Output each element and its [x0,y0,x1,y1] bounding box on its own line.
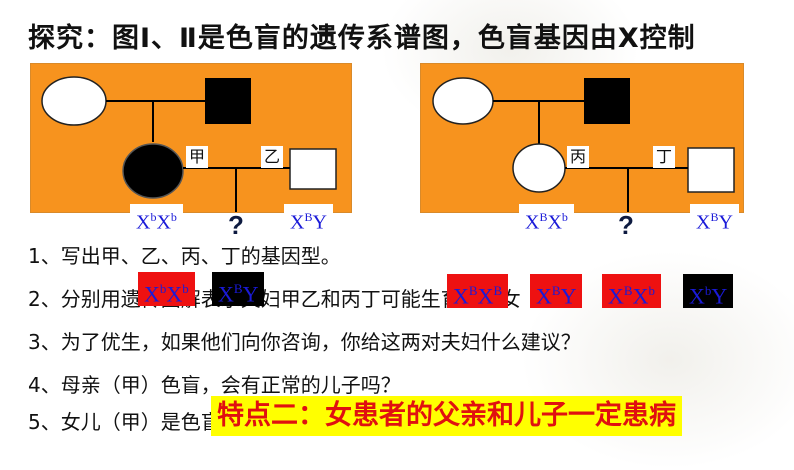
child-unknown-2: ? [618,210,634,240]
genotype-bing: XBXb [519,204,574,236]
answer-chip-daughter-2: XBXb [602,274,661,308]
question-1: 1、写出甲、乙、丙、丁的基因型。 [28,244,341,268]
answer-chip-mother-jia: XbXb [138,272,195,306]
answer-chip-daughter-1: XBXB [447,274,509,308]
grandmother-normal-female [432,77,494,125]
question-2: 2、分别用遗传图解表示夫妇甲乙和丙丁可能生育的子女 [28,287,521,311]
father-normal-male [289,148,337,190]
answer-chip-father-yi: XBY [212,272,265,306]
answer-chip-son-1: XBY [530,274,583,308]
pedigree-diagram-1 [41,76,337,212]
question-3: 3、为了优生，如果他们向你咨询，你给这两对夫妇什么建议？ [28,330,581,354]
pedigree-panel-1: 甲 乙 [30,63,352,213]
label-bing: 丙 [567,146,590,168]
pedigree-diagram-2 [432,77,735,212]
genotype-ding: XBY [690,204,739,236]
pedigree-panel-2: 丙 丁 [420,63,744,213]
mother-carrier-female [512,143,566,193]
answer-chip-son-2: XbY [683,274,734,308]
conclusion-banner: 特点二：女患者的父亲和儿子一定患病 [211,396,682,436]
page-title: 探究：图Ⅰ、Ⅱ是色盲的遗传系谱图，色盲基因由X控制 [28,23,696,54]
question-4: 4、母亲（甲）色盲，会有正常的儿子吗？ [28,373,401,397]
genotype-yi: XBY [284,204,333,236]
father-normal-male [687,147,735,193]
label-ding: 丁 [653,146,676,168]
child-unknown-1: ? [228,210,244,240]
grandmother-normal-female [41,76,107,126]
label-jia: 甲 [186,146,209,168]
grandfather-affected-male [205,78,251,124]
label-yi: 乙 [261,146,284,168]
grandfather-affected-male [584,78,630,124]
mother-affected-female [122,143,184,199]
genotype-jia: XbXb [130,204,183,236]
